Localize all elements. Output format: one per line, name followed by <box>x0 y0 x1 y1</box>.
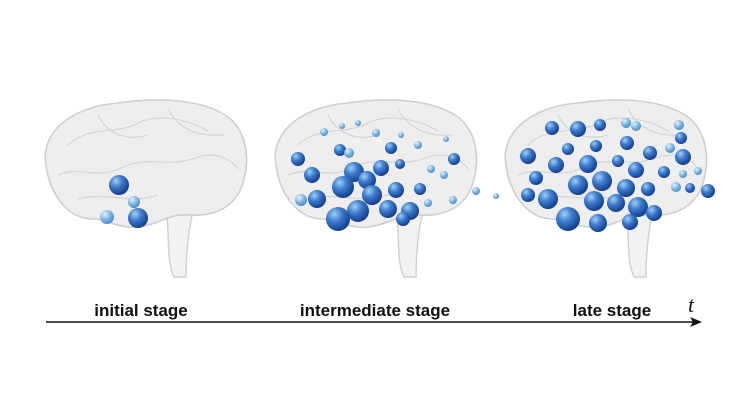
network-node <box>379 200 397 218</box>
network-node <box>304 167 320 183</box>
network-node <box>529 171 543 185</box>
network-node <box>521 188 535 202</box>
network-node <box>679 170 687 178</box>
network-node <box>362 185 382 205</box>
network-node <box>295 194 307 206</box>
network-node <box>326 207 350 231</box>
network-node <box>592 171 612 191</box>
network-node <box>562 143 574 155</box>
network-node <box>414 183 426 195</box>
network-node <box>385 142 397 154</box>
network-node <box>448 153 460 165</box>
network-node <box>694 167 702 175</box>
network-node <box>427 165 435 173</box>
network-node <box>607 194 625 212</box>
network-node <box>373 160 389 176</box>
network-node <box>291 152 305 166</box>
brain-outline-late <box>504 99 708 229</box>
network-node <box>128 196 140 208</box>
network-node <box>658 166 670 178</box>
network-node <box>621 118 631 128</box>
network-node <box>396 212 410 226</box>
network-node <box>675 132 687 144</box>
network-node <box>570 121 586 137</box>
network-node <box>589 214 607 232</box>
network-node <box>443 136 449 142</box>
brain-gyri-initial <box>57 108 239 200</box>
network-node <box>414 141 422 149</box>
network-node <box>628 197 648 217</box>
network-node <box>665 143 675 153</box>
network-node <box>493 193 499 199</box>
network-node <box>424 199 432 207</box>
network-node <box>344 148 354 158</box>
network-node <box>538 189 558 209</box>
time-axis-label: t <box>688 292 695 317</box>
network-node <box>643 146 657 160</box>
network-node <box>109 175 129 195</box>
network-node <box>308 190 326 208</box>
network-node <box>358 171 376 189</box>
brain-late-stage <box>504 99 715 278</box>
network-node <box>701 184 715 198</box>
stage-label-intermediate: intermediate stage <box>300 301 450 320</box>
network-node <box>545 121 559 135</box>
network-node <box>675 149 691 165</box>
network-node <box>590 140 602 152</box>
network-node <box>355 120 361 126</box>
network-node <box>622 214 638 230</box>
network-node <box>395 159 405 169</box>
network-node <box>449 196 457 204</box>
network-node <box>628 162 644 178</box>
network-node <box>334 144 346 156</box>
network-node <box>100 210 114 224</box>
brainstem-initial <box>165 206 195 278</box>
network-node <box>440 171 448 179</box>
network-node <box>620 136 634 150</box>
network-node <box>372 129 380 137</box>
network-node <box>617 179 635 197</box>
network-node <box>548 157 564 173</box>
network-node <box>646 205 662 221</box>
network-node <box>671 182 681 192</box>
nodes-late <box>520 118 715 232</box>
network-node <box>332 176 354 198</box>
network-node <box>388 182 404 198</box>
network-node <box>641 182 655 196</box>
network-node <box>520 148 536 164</box>
nodes-initial <box>100 175 148 228</box>
stage-label-late: late stage <box>573 301 651 320</box>
stage-label-initial: initial stage <box>94 301 188 320</box>
network-node <box>685 183 695 193</box>
network-node <box>579 155 597 173</box>
network-node <box>594 119 606 131</box>
nodes-intermediate <box>291 120 499 231</box>
network-node <box>568 175 588 195</box>
brain-initial-stage <box>44 99 248 278</box>
network-node <box>347 200 369 222</box>
network-node <box>556 207 580 231</box>
brain-outline-initial <box>44 99 248 229</box>
network-node <box>128 208 148 228</box>
network-node <box>584 191 604 211</box>
brain-intermediate-stage <box>274 99 499 278</box>
network-node <box>320 128 328 136</box>
network-node <box>339 123 345 129</box>
network-node <box>398 132 404 138</box>
network-node <box>674 120 684 130</box>
network-node <box>612 155 624 167</box>
network-node <box>472 187 480 195</box>
network-node <box>631 121 641 131</box>
